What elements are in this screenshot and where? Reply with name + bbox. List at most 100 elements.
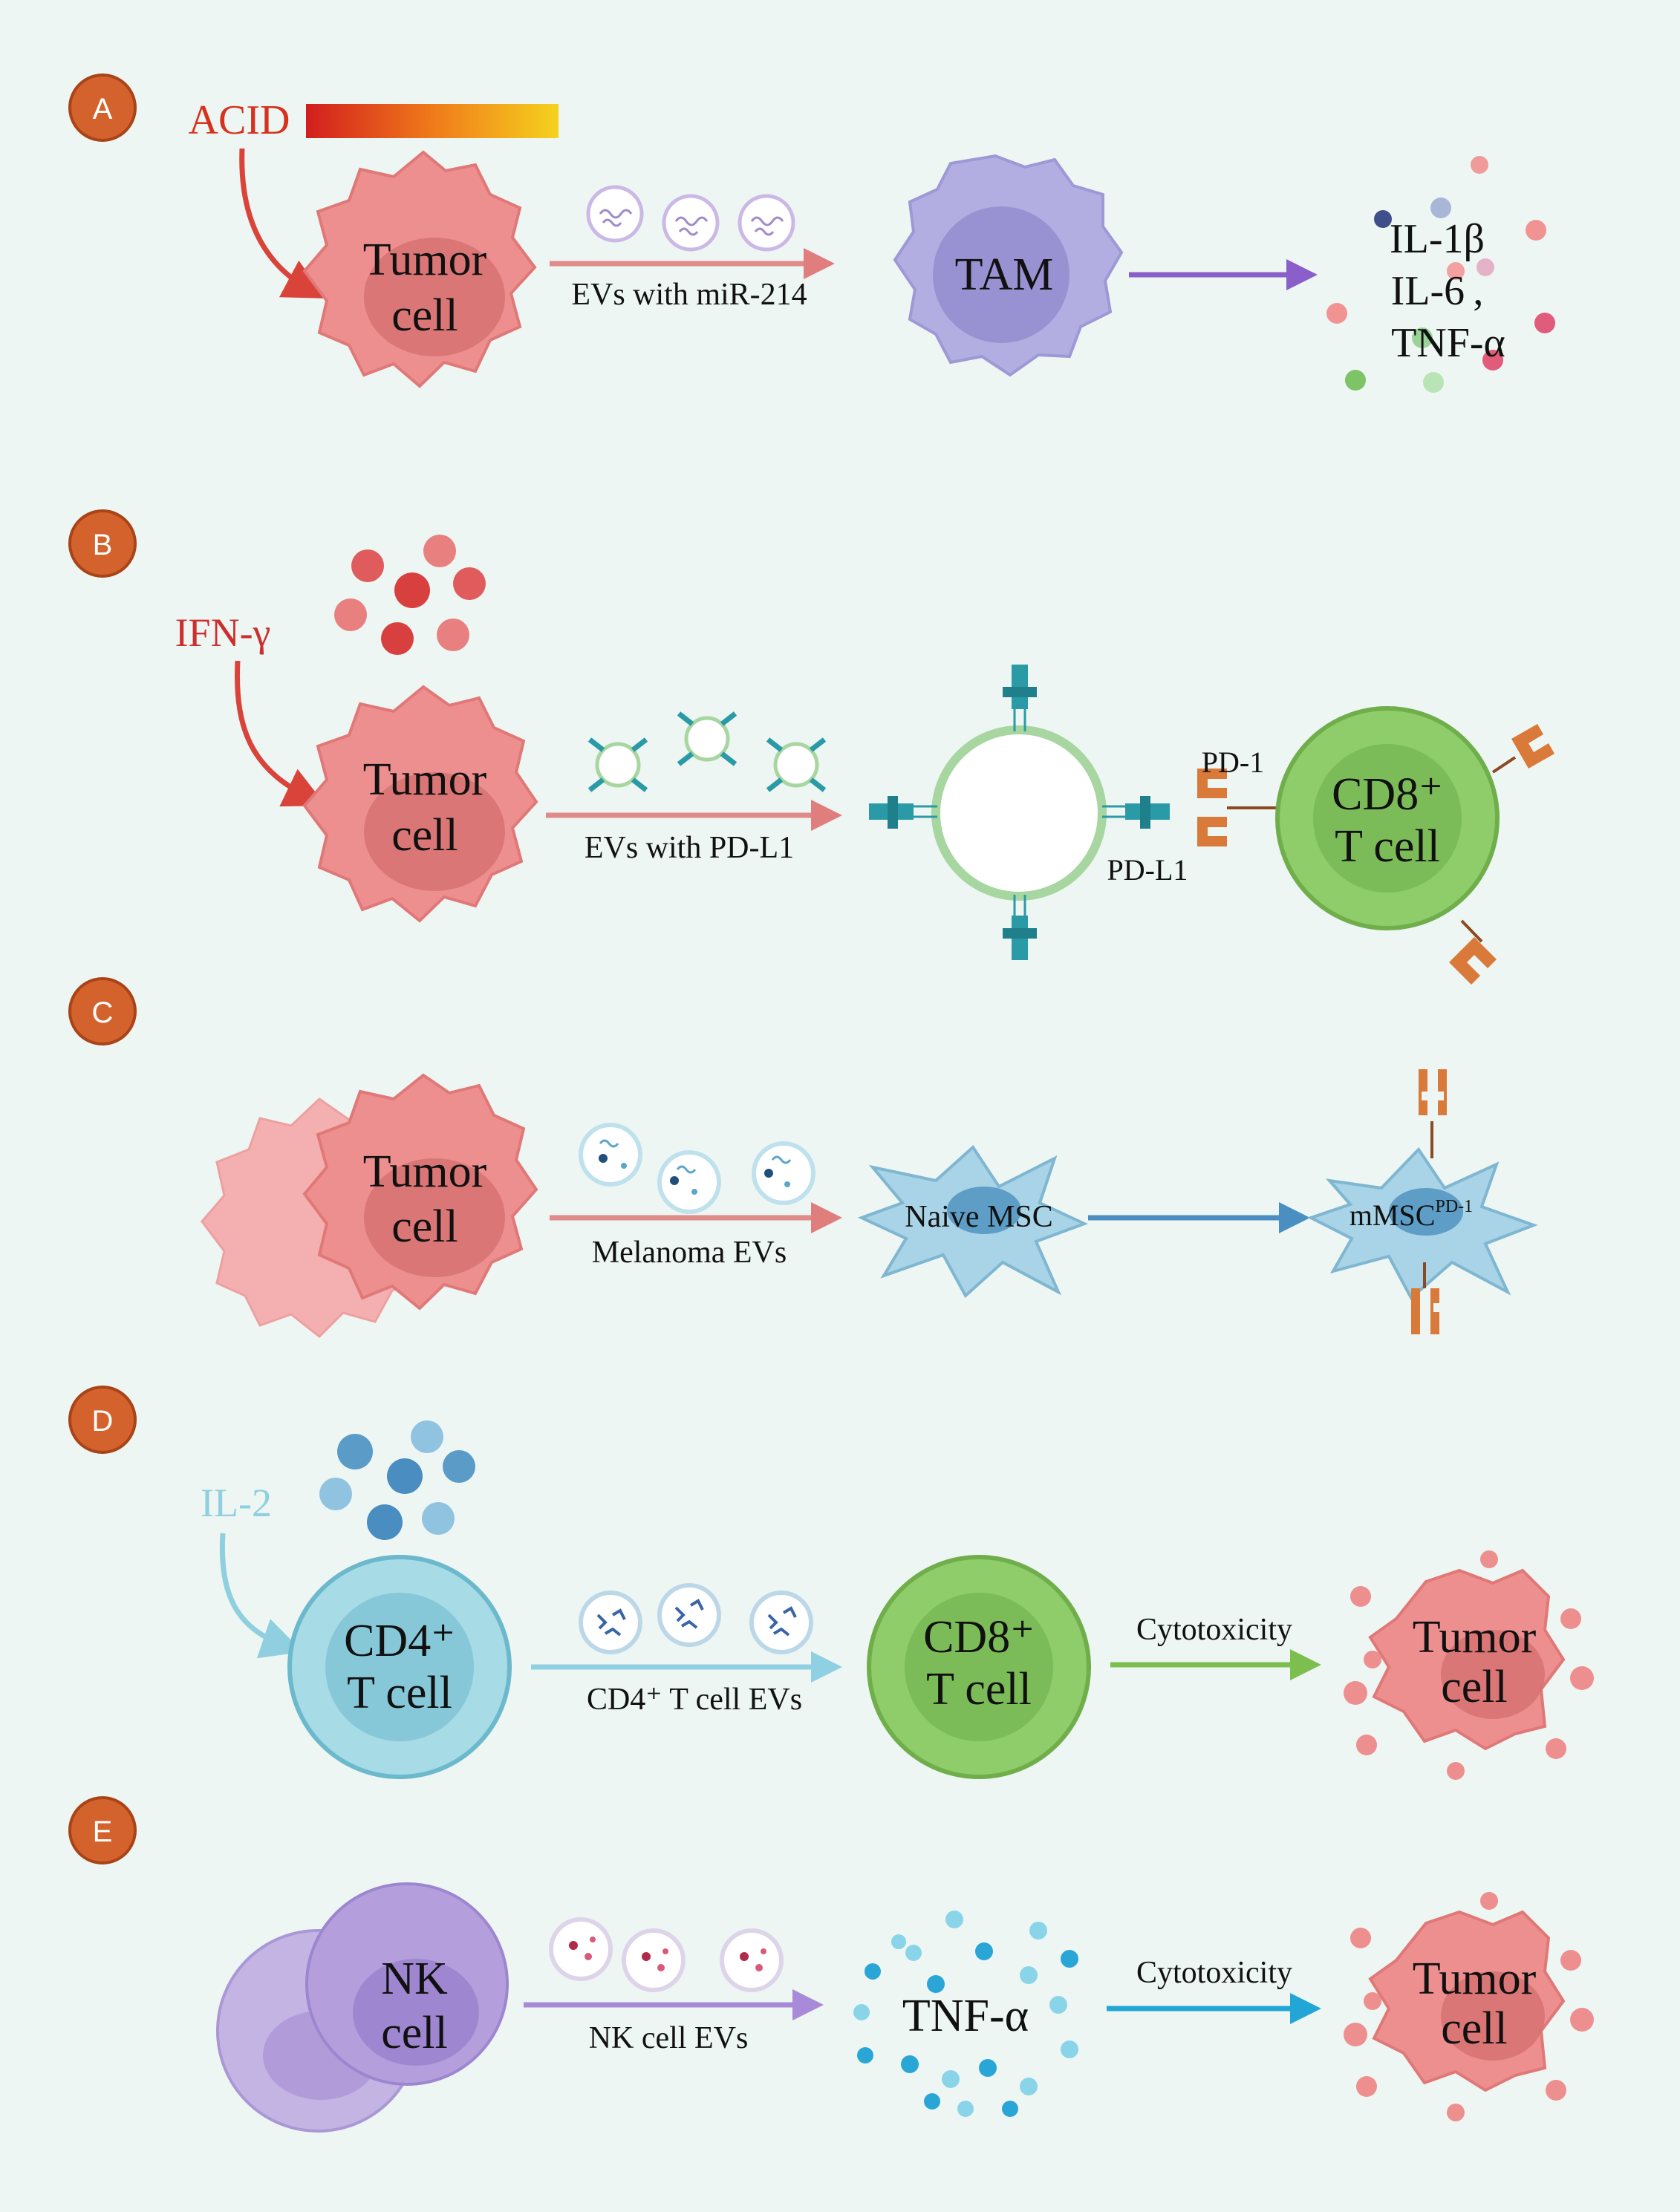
vesicle-label-b: EVs with PD-L1 xyxy=(585,831,794,865)
panel-b-letter: B xyxy=(93,529,113,561)
receptor-icon xyxy=(1491,724,1554,774)
cd4-label-1: CD4⁺ xyxy=(344,1616,455,1666)
vesicle-icon xyxy=(586,185,644,243)
il2-label: IL-2 xyxy=(201,1481,272,1525)
receptor-icon xyxy=(1197,769,1279,846)
vesicle-icon xyxy=(579,1591,642,1654)
tumor-cell-e-label-2: cell xyxy=(1441,2003,1508,2054)
panel-a-badge: A xyxy=(68,74,137,142)
tumor-cell-a: Tumor cell xyxy=(302,150,537,388)
nk-label-1: NK xyxy=(381,1954,448,2004)
vesicle-icon xyxy=(587,737,648,792)
vesicle-label-d: CD4⁺ T cell EVs xyxy=(587,1683,802,1717)
tumor-cell-e-label-1: Tumor xyxy=(1413,1954,1537,2004)
cytotoxicity-label-d: Cytotoxicity xyxy=(1136,1613,1292,1647)
tumor-cell-c-label-2: cell xyxy=(391,1201,458,1252)
vesicle-label-c: Melanoma EVs xyxy=(592,1236,787,1270)
pd1-receptor xyxy=(1197,769,1279,846)
tumor-cell-d-label-1: Tumor xyxy=(1413,1612,1537,1663)
il2-arrow xyxy=(219,1533,303,1659)
vesicle-icon xyxy=(738,194,795,252)
tnf-dots xyxy=(853,1911,1078,2117)
mmsc: mMSCPD-1 xyxy=(1306,1069,1538,1334)
pdl1-icon xyxy=(869,796,937,829)
cd8-b-label-2: T cell xyxy=(1335,821,1440,872)
cd4-t-cell: CD4⁺ T cell xyxy=(287,1555,512,1779)
pdl1-label: PD-L1 xyxy=(1107,853,1188,887)
vesicle-label-e: NK cell EVs xyxy=(589,2021,749,2055)
nk-label-2: cell xyxy=(381,2008,448,2058)
panel-e-badge: E xyxy=(68,1796,137,1864)
output-a-3: TNF-α xyxy=(1391,320,1505,366)
vesicles-a xyxy=(586,185,795,252)
cd8-t-cell-d: CD8⁺ T cell xyxy=(867,1555,1091,1779)
cytotoxicity-label-e: Cytotoxicity xyxy=(1136,1956,1292,1990)
panel-c-badge: C xyxy=(68,977,137,1045)
tumor-cell-b-label-2: cell xyxy=(391,810,458,861)
tumor-cell-a-label-1: Tumor xyxy=(363,235,487,285)
panel-b: B IFN-γ Tumor cell xyxy=(68,509,1554,985)
output-a-1: IL-1β xyxy=(1390,216,1485,262)
tumor-cell-b-label-1: Tumor xyxy=(363,754,487,805)
mmsc-label: mMSCPD-1 xyxy=(1349,1197,1473,1232)
output-a-2: IL-6 , xyxy=(1391,268,1484,314)
vesicles-e xyxy=(549,1917,784,1992)
vesicle-icon xyxy=(657,1583,721,1647)
tam-label: TAM xyxy=(955,249,1054,300)
ifn-dots xyxy=(334,535,486,655)
pdl1-icon xyxy=(1003,895,1037,960)
tumor-cell-a-label-2: cell xyxy=(391,290,458,341)
panel-c-letter: C xyxy=(92,996,114,1029)
acid-gradient-bar xyxy=(306,104,559,138)
vesicle-icon xyxy=(752,1141,815,1205)
tumor-cell-d-lysed: Tumor cell xyxy=(1344,1550,1594,1780)
panel-c: C Tumor cell Melanoma EVs Naive MSC mMSC… xyxy=(68,977,1538,1339)
receptor-icon xyxy=(1419,1069,1447,1158)
vesicle-icon xyxy=(549,1917,613,1981)
panel-e: E NK cell NK cell EVs xyxy=(68,1796,1594,2133)
tumor-cell-e-lysed: Tumor cell xyxy=(1344,1892,1594,2121)
pdl1-icon xyxy=(1102,796,1170,829)
tumor-cell-d-label-2: cell xyxy=(1441,1662,1508,1712)
vesicle-icon xyxy=(720,1928,784,1992)
panel-a-letter: A xyxy=(93,93,113,125)
nk-cell: NK cell xyxy=(216,1882,509,2133)
panel-d-badge: D xyxy=(68,1386,137,1454)
vesicles-c xyxy=(579,1123,815,1214)
panel-d: D IL-2 CD4⁺ T cell CD4⁺ T cell EVs xyxy=(68,1386,1594,1780)
vesicle-label-a: EVs with miR-214 xyxy=(571,278,807,312)
naive-msc-label: Naive MSC xyxy=(905,1200,1053,1234)
ifn-arrow xyxy=(234,660,326,807)
tumor-cell-c: Tumor cell xyxy=(201,1073,538,1339)
tnf-label: TNF-α xyxy=(902,1991,1029,2041)
mmsc-label-main: mMSC xyxy=(1349,1198,1436,1232)
acid-label: ACID xyxy=(189,97,290,143)
vesicles-d xyxy=(579,1583,813,1654)
vesicle-icon xyxy=(657,1150,721,1214)
tam-cell: TAM xyxy=(893,154,1124,377)
naive-msc: Naive MSC xyxy=(857,1144,1089,1299)
pd1-label: PD-1 xyxy=(1202,746,1264,779)
ev-with-pdl1 xyxy=(869,665,1170,960)
mmsc-label-superscript: PD-1 xyxy=(1435,1197,1473,1216)
cytokine-dots-a xyxy=(1326,156,1555,393)
receptor-icon xyxy=(1411,1262,1439,1334)
vesicle-icon xyxy=(579,1123,642,1187)
vesicle-icon xyxy=(622,1928,686,1992)
tumor-cell-c-label-1: Tumor xyxy=(363,1146,487,1197)
tumor-cell-b: Tumor cell xyxy=(302,685,538,923)
vesicles-b xyxy=(587,711,827,792)
panel-a: A ACID Tumor cell EVs with miR-214 TAM xyxy=(68,74,1555,393)
cd8-d-label-2: T cell xyxy=(926,1664,1032,1715)
receptor-icon xyxy=(1449,919,1497,985)
vesicle-icon xyxy=(677,711,738,766)
vesicle-icon xyxy=(749,1591,813,1654)
vesicle-icon xyxy=(766,737,827,792)
cd8-d-label-1: CD8⁺ xyxy=(923,1612,1035,1663)
vesicle-icon xyxy=(662,194,720,252)
ifn-label: IFN-γ xyxy=(175,610,271,655)
pdl1-icon xyxy=(1003,665,1037,731)
il2-dots xyxy=(319,1420,475,1540)
acid-arrow xyxy=(239,148,326,298)
